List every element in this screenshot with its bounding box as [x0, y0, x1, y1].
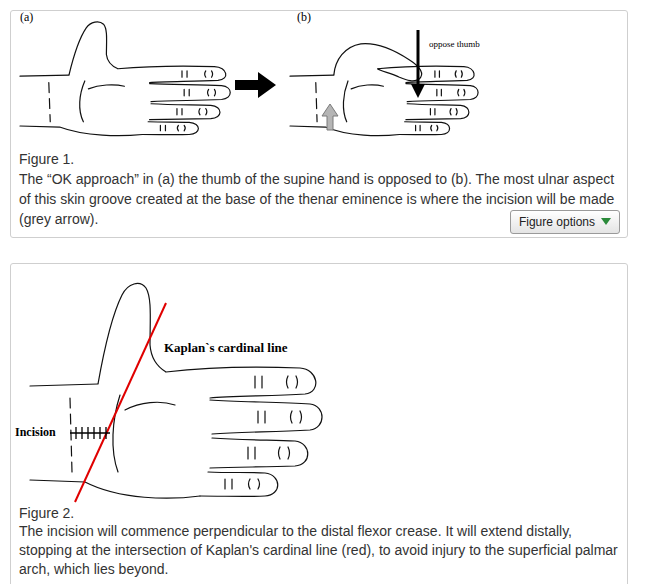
hand-outline [290, 66, 478, 135]
figure-caption: The incision will commence perpendicular… [19, 522, 619, 579]
dropdown-triangle [601, 218, 611, 225]
incision-label: Incision [14, 426, 57, 439]
arrow-label: oppose thumb [428, 40, 481, 50]
oppose-arrow-shaft [417, 30, 420, 86]
oppose-arrow-head [411, 84, 425, 98]
hand-outline [20, 66, 230, 135]
hand-drawing [290, 44, 478, 136]
button-label: Figure options [519, 214, 595, 230]
thumb-outline [334, 44, 422, 81]
figure-options-button: Figure options [510, 210, 620, 234]
hand-outline [30, 367, 322, 498]
incision-mark [70, 427, 110, 439]
transition-arrow [235, 72, 276, 98]
figure-title: Figure 2. [19, 504, 619, 522]
kaplan-line [75, 303, 166, 502]
thumb-outline [98, 284, 166, 384]
grey-arrow [322, 104, 338, 130]
thumb-outline [69, 22, 118, 75]
figure-panel: Figure 2.The incision will commence perp… [10, 263, 628, 584]
panel-letter: (b) [296, 11, 312, 24]
dropdown-triangle [601, 218, 611, 226]
line-label: Kaplan`s cardinal line [163, 341, 289, 355]
panel-letter: (a) [19, 11, 34, 24]
hand-drawing [20, 22, 230, 136]
figure-panel: Figure 1.The “OK approach” in (a) the th… [10, 10, 628, 238]
figure-title: Figure 1. [19, 150, 619, 168]
hand-drawing [30, 284, 322, 499]
